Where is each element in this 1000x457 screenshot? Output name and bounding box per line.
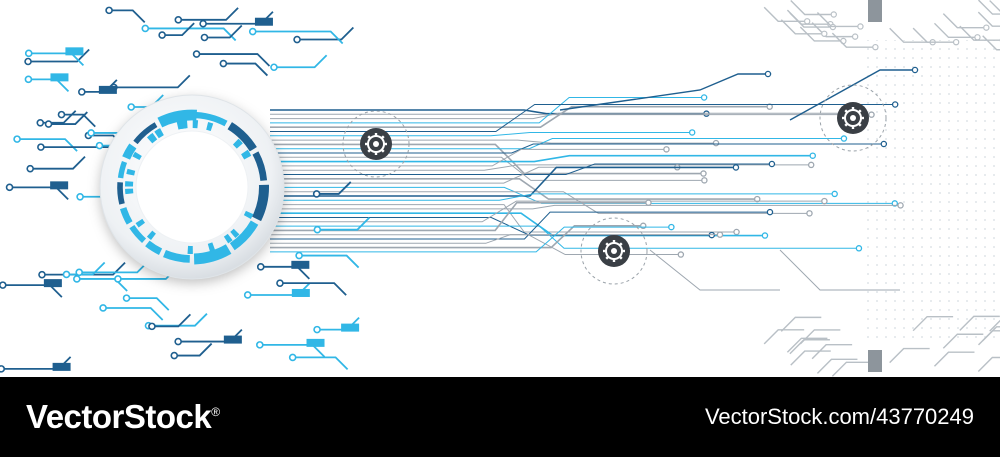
- brand-logo: VectorStock®: [26, 398, 220, 436]
- tech-ring-icon: [99, 94, 285, 280]
- gear-icon: [819, 84, 887, 152]
- image-id: VectorStock.com/43770249: [704, 404, 974, 429]
- circuit-artwork: [0, 0, 1000, 377]
- gear-icon: [580, 217, 648, 285]
- gear-icon: [342, 110, 410, 178]
- brand-name: VectorStock: [26, 398, 212, 435]
- brand-mark: ®: [211, 405, 220, 419]
- footer-bar: VectorStock® VectorStock.com/43770249: [0, 377, 1000, 457]
